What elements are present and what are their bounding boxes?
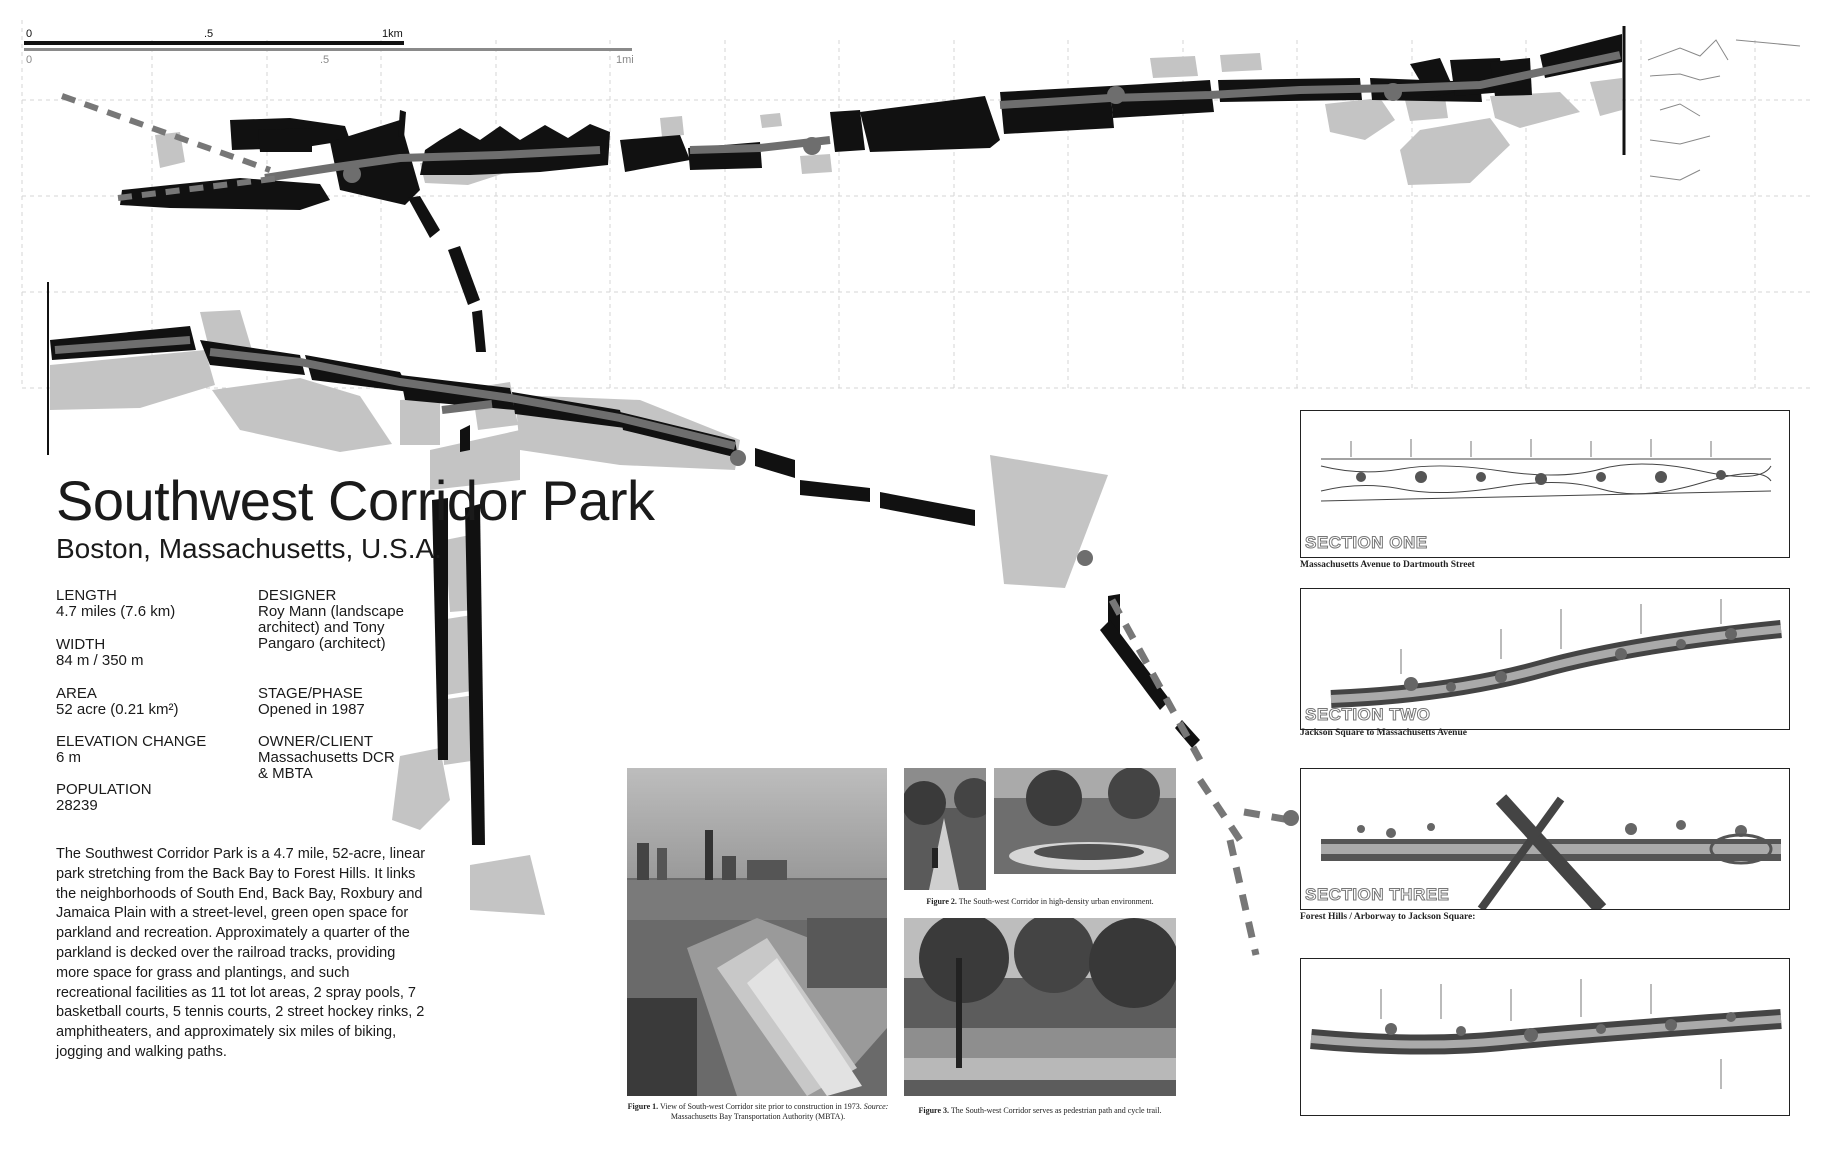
- section-one-subtitle: Massachusetts Avenue to Dartmouth Street: [1300, 560, 1475, 570]
- section-four-drawing: [1310, 979, 1782, 1089]
- pedestrian-path-image: [904, 918, 1176, 1096]
- section-two-panel: SECTION TWO: [1300, 588, 1790, 730]
- fact-length: LENGTH 4.7 miles (7.6 km): [56, 588, 175, 620]
- fact-area-label: AREA: [56, 685, 97, 702]
- locator-thumbnails: [1647, 39, 1801, 181]
- fact-width-label: WIDTH: [56, 636, 106, 653]
- fact-width: WIDTH 84 m / 350 m: [56, 637, 144, 669]
- section-four-panel: [1300, 958, 1790, 1116]
- fact-length-label: LENGTH: [56, 587, 117, 604]
- fact-population: POPULATION 28239: [56, 782, 152, 814]
- section-one-panel: SECTION ONE: [1300, 410, 1790, 558]
- section-three-subtitle: Forest Hills / Arborway to Jackson Squar…: [1300, 912, 1476, 922]
- figure-3-caption: Figure 3. The South-west Corridor serves…: [904, 1106, 1176, 1116]
- section-three-panel: SECTION THREE: [1300, 768, 1790, 910]
- figure-1-label: Figure 1.: [627, 1102, 659, 1111]
- rail-dashes-lower: [1108, 598, 1291, 956]
- fact-stage-value: Opened in 1987: [258, 701, 365, 718]
- section-three-title: SECTION THREE: [1304, 885, 1450, 905]
- fact-stage-label: STAGE/PHASE: [258, 685, 363, 702]
- park-lawn-image: [994, 768, 1176, 874]
- aerial-highway-image: [627, 768, 887, 1096]
- fact-area-value: 52 acre (0.21 km²): [56, 701, 179, 718]
- fact-elevation: ELEVATION CHANGE 6 m: [56, 734, 206, 766]
- figure-1-photo: [627, 768, 887, 1096]
- fact-owner-value: Massachusetts DCR & MBTA: [258, 749, 395, 782]
- scale-km-0: 0: [26, 28, 32, 40]
- page-subtitle: Boston, Massachusetts, U.S.A.: [56, 533, 442, 564]
- figure-2-text: The South-west Corridor in high-density …: [958, 897, 1154, 906]
- corridor-blocks-upper: [120, 34, 1622, 210]
- fact-designer-value: Roy Mann (landscape architect) and Tony …: [258, 603, 404, 652]
- figure-2-caption: Figure 2. The South-west Corridor in hig…: [904, 897, 1176, 907]
- scale-bar: 0 .5 1km 0 .5 1mi: [24, 28, 634, 66]
- figure-3-label: Figure 3.: [918, 1106, 950, 1115]
- figure-2b-photo: [994, 768, 1176, 874]
- fact-width-value: 84 m / 350 m: [56, 652, 144, 669]
- fact-designer-label: DESIGNER: [258, 587, 337, 604]
- scale-km-1: 1km: [382, 28, 403, 40]
- fact-population-value: 28239: [56, 797, 98, 814]
- fact-designer: DESIGNER Roy Mann (landscape architect) …: [258, 588, 404, 652]
- rail-dashes: [60, 93, 281, 201]
- corridor-path-lower: [54, 336, 736, 450]
- figure-2-label: Figure 2.: [926, 897, 957, 906]
- fact-stage: STAGE/PHASE Opened in 1987: [258, 686, 365, 718]
- section-one-title: SECTION ONE: [1305, 533, 1428, 553]
- fact-elevation-label: ELEVATION CHANGE: [56, 733, 207, 750]
- title-block: Southwest Corridor Park Boston, Massachu…: [56, 470, 655, 566]
- figure-1-source: Massachusetts Bay Transportation Authori…: [670, 1112, 846, 1121]
- section-two-drawing: [1330, 599, 1782, 708]
- page-title: Southwest Corridor Park: [56, 469, 655, 532]
- park-description: The Southwest Corridor Park is a 4.7 mil…: [56, 846, 426, 1060]
- section-two-subtitle: Jackson Square to Massachusetts Avenue: [1300, 728, 1467, 738]
- fact-owner: OWNER/CLIENT Massachusetts DCR & MBTA: [258, 734, 395, 782]
- figure-1-source-label: Source:: [863, 1102, 889, 1111]
- fact-population-label: POPULATION: [56, 781, 152, 798]
- fact-elevation-value: 6 m: [56, 749, 82, 766]
- section-two-title: SECTION TWO: [1304, 705, 1431, 725]
- path-trees-image: [904, 768, 986, 890]
- scale-mi-0: 0: [26, 54, 32, 66]
- fact-owner-label: OWNER/CLIENT: [258, 733, 374, 750]
- fact-area: AREA 52 acre (0.21 km²): [56, 686, 179, 718]
- section-three-drawing: [1321, 794, 1781, 909]
- scale-km-half: .5: [204, 28, 213, 40]
- station-dots: [343, 83, 1402, 826]
- connector-north: [398, 110, 486, 352]
- scale-mi-1: 1mi: [616, 54, 634, 66]
- section-one-drawing: [1320, 439, 1772, 502]
- figure-1-text: View of South-west Corridor site prior t…: [660, 1102, 862, 1111]
- figure-3-photo: [904, 918, 1176, 1096]
- figure-3-text: The South-west Corridor serves as pedest…: [950, 1106, 1162, 1115]
- scale-mi-half: .5: [320, 54, 329, 66]
- figure-2a-photo: [904, 768, 986, 890]
- figure-1-caption: Figure 1. View of South-west Corridor si…: [622, 1102, 894, 1122]
- fact-length-value: 4.7 miles (7.6 km): [56, 603, 176, 620]
